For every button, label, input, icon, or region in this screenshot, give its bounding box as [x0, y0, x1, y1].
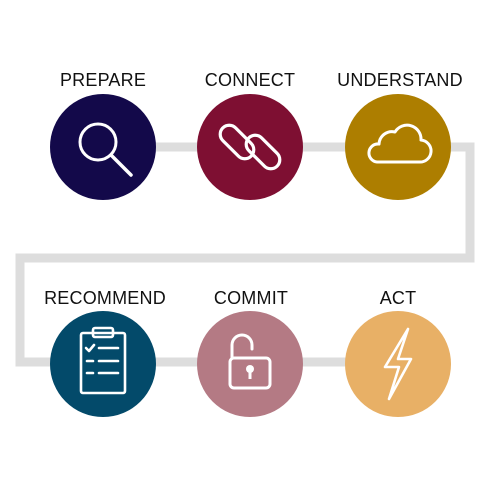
- chain-link-icon: [218, 123, 282, 171]
- step-circle-connect: [197, 94, 303, 200]
- cloud-icon: [367, 123, 433, 164]
- magnifier-icon: [78, 122, 133, 177]
- lightning-bolt-icon: [383, 327, 413, 401]
- step-label-connect: CONNECT: [204, 70, 296, 90]
- clipboard-checklist-icon: [79, 326, 127, 395]
- step-label-commit: COMMIT: [213, 288, 289, 308]
- step-circle-act: [345, 311, 451, 417]
- step-circle-recommend: [50, 311, 156, 417]
- step-circle-prepare: [50, 94, 156, 200]
- step-circle-understand: [345, 94, 451, 200]
- step-label-act: ACT: [379, 288, 417, 308]
- step-label-recommend: RECOMMEND: [44, 288, 166, 308]
- step-circle-commit: [197, 311, 303, 417]
- step-label-prepare: PREPARE: [59, 70, 147, 90]
- unlocked-padlock-icon: [228, 333, 272, 390]
- step-label-understand: UNDERSTAND: [337, 70, 463, 90]
